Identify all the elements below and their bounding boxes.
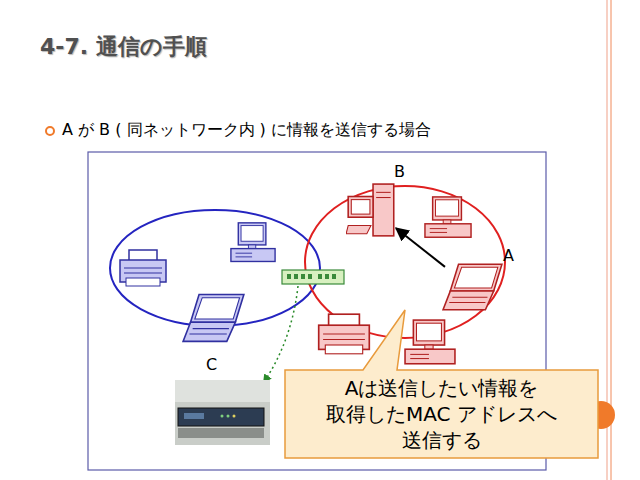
speech-callout: Aは送信したい情報を 取得したMAC アドレスへ 送信する xyxy=(285,370,598,458)
right-devices-part xyxy=(319,314,370,354)
edge-group xyxy=(396,228,445,267)
router-photo-part xyxy=(175,380,270,402)
network-ring xyxy=(110,186,505,338)
left-devices-part xyxy=(183,294,244,341)
device-label: B xyxy=(394,162,405,181)
router-photo-part xyxy=(175,380,270,445)
switch-symbol xyxy=(282,270,344,284)
leader-line-part xyxy=(264,286,298,382)
switch-symbol-part xyxy=(287,274,291,279)
callout-shape xyxy=(285,310,598,458)
bullet-marker xyxy=(46,127,54,135)
switch-symbol-part xyxy=(332,274,336,279)
right-devices-part xyxy=(405,320,455,364)
switch-symbol-part xyxy=(294,274,298,279)
router-photo-part xyxy=(178,408,264,426)
switch-symbol-part xyxy=(325,274,329,279)
left-devices-part xyxy=(231,223,275,262)
device-label: A xyxy=(503,246,514,265)
bullet-marker-part xyxy=(46,127,54,135)
right-devices xyxy=(319,184,502,364)
switch-symbol-part xyxy=(308,274,312,279)
left-devices xyxy=(120,223,275,342)
router-photo xyxy=(175,380,270,445)
bullet-text: A が B ( 同ネットワーク内 ) に情報を送信する場合 xyxy=(62,120,431,141)
switch-symbol-part xyxy=(301,274,305,279)
right-devices-part xyxy=(346,184,394,236)
router-photo-part xyxy=(233,415,236,418)
leader-line xyxy=(264,286,298,382)
slide-title: 4-7. 通信の手順 xyxy=(40,32,207,62)
router-photo-part xyxy=(184,413,204,419)
router-photo-part xyxy=(221,415,224,418)
arrow-connector xyxy=(396,228,445,267)
router-photo-part xyxy=(227,415,230,418)
right-devices-part xyxy=(425,197,471,237)
router-photo-part xyxy=(178,428,264,438)
network-label: C xyxy=(206,355,217,374)
laptop-node: A xyxy=(445,266,501,312)
left-devices-part xyxy=(120,250,166,286)
switch-symbol-part xyxy=(282,270,344,284)
switch-symbol-part xyxy=(318,274,322,279)
callout-text: Aは送信したい情報を 取得したMAC アドレスへ 送信する xyxy=(317,375,567,453)
server-node: B xyxy=(350,182,396,238)
right-devices-part xyxy=(443,264,502,309)
